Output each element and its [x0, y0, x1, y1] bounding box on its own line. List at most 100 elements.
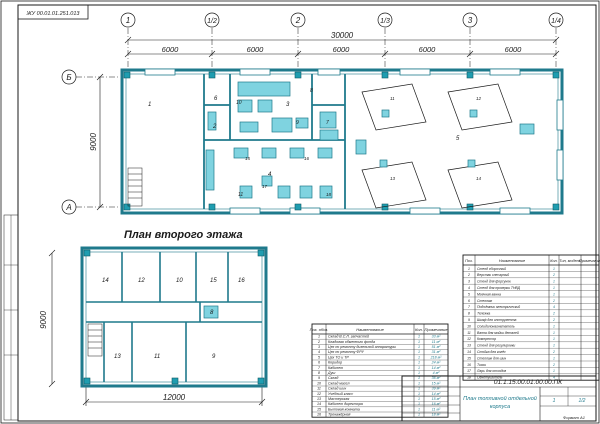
stairs-lower — [87, 323, 103, 357]
table-header-cell: Кол. — [415, 327, 423, 332]
sheet-code: ЖУ 00.01.01.251.013 — [26, 11, 81, 17]
room-label: 1 — [148, 102, 151, 108]
axis-label: 1/2 — [207, 18, 217, 25]
table-cell: 31 м² — [432, 350, 441, 354]
equipment-label: 18 — [326, 192, 332, 197]
dimension-top — [124, 36, 560, 58]
table-cell: 17 — [467, 369, 471, 373]
table-cell: 2 — [552, 299, 555, 303]
title-name-line2: корпуса — [490, 404, 510, 410]
equipment-labels: 11 12 13 14 15 16 17 18 — [245, 96, 482, 197]
table-cell: Коридор — [328, 361, 342, 365]
table-cell: 18 — [467, 376, 471, 380]
equipment-label: 12 — [476, 96, 482, 101]
drawing-frame — [17, 4, 597, 422]
table-cell: 1 — [418, 402, 420, 406]
table-cell: 16 — [317, 413, 321, 417]
axis-label-side: А — [65, 203, 71, 212]
table-cell: Подъёмник электрический — [477, 305, 520, 309]
equipment-label: 15 — [245, 156, 251, 161]
table-cell: 1 — [418, 397, 420, 401]
table-cell: Шкаф для инструмента — [477, 318, 516, 322]
table-cell: Цех по ремонту дизельной аппаратуры — [328, 345, 396, 349]
table-cell: 1 — [418, 413, 420, 417]
room-label: 12 — [138, 278, 145, 284]
room-label: 8 — [310, 88, 313, 94]
equipment-label: 14 — [476, 176, 482, 181]
table-cell: 1 — [553, 280, 555, 284]
table-cell: 13 — [467, 344, 471, 348]
dimension-span: 6000 — [333, 45, 351, 54]
table-cell: 9 — [318, 376, 320, 380]
table-cell: 12 — [467, 337, 471, 341]
room-label: 7 — [326, 120, 329, 126]
table-cell: Склад — [328, 376, 338, 380]
table-cell: 13 — [317, 397, 321, 401]
equipment-room-4 — [205, 147, 333, 199]
table-cell: Мастерская — [328, 397, 349, 401]
dimension-span: 6000 — [419, 45, 437, 54]
table-cell: 1 — [553, 344, 555, 348]
equipment-label: 16 — [304, 156, 310, 161]
table-cell: 16 м² — [432, 402, 441, 406]
dimension-bottom: 12000 — [163, 393, 186, 402]
room-label: 11 — [154, 354, 160, 360]
table-cell: 51 м² — [432, 345, 441, 349]
table-cell: 1 — [418, 371, 420, 375]
axis-label: 3 — [468, 16, 473, 25]
table-cell: 18 м² — [432, 413, 441, 417]
equipment-label: 13 — [390, 176, 396, 181]
table-cell: Склад шин — [328, 387, 346, 391]
table-header-cell: Примечание — [579, 259, 600, 263]
table-cell: 2 — [552, 318, 555, 322]
table-cell: 2 — [317, 340, 320, 344]
table-cell: 1 — [553, 356, 555, 360]
table-cell: 1 — [553, 324, 555, 328]
table-cell: 14 — [317, 402, 321, 406]
table-cell: Душ — [327, 371, 335, 375]
room-label: 15 — [210, 278, 217, 284]
dimension-span: 6000 — [247, 45, 265, 54]
table-cell: 1 — [418, 381, 420, 385]
table-cell: 1 — [553, 267, 555, 271]
room-table: Поз. обоз.12345678910111213141516Наимено… — [310, 323, 449, 418]
dimension-total: 30000 — [331, 31, 354, 40]
table-cell: 1 — [553, 337, 555, 341]
dimension-side: 9000 — [89, 133, 98, 151]
axis-label: 1/4 — [551, 18, 561, 25]
title-sheets: 1/2 — [579, 398, 586, 404]
room-label: 6 — [214, 96, 218, 102]
table-cell: 2 — [467, 273, 470, 277]
room-label: 10 — [236, 100, 242, 106]
table-cell: Ларь для отходов — [476, 369, 506, 373]
axis-bubble-b — [61, 69, 77, 85]
table-cell: 1 — [553, 331, 555, 335]
table-cell: 1 — [418, 345, 420, 349]
table-header-cell: Примечание — [424, 327, 448, 332]
table-header-cell: Наименование — [499, 259, 525, 263]
table-cell: 7 — [468, 305, 470, 309]
table-cell: 33 м² — [432, 335, 441, 339]
room-label: 9 — [212, 354, 216, 360]
table-cell: 5 — [468, 292, 470, 296]
table-cell: 1 — [418, 340, 420, 344]
table-cell: 5 — [318, 355, 320, 359]
table-cell: 1 — [418, 387, 420, 391]
table-cell: 16 — [467, 363, 471, 367]
equipment-table: Поз.123456789101112131415161718Наименова… — [462, 254, 600, 381]
table-cell: 11 — [467, 331, 471, 335]
table-cell: 15 м² — [432, 381, 441, 385]
table-header-cell: Кол. — [550, 259, 557, 263]
table-frame — [462, 254, 600, 381]
axis-label: 2 — [295, 16, 301, 25]
table-cell: 1 — [418, 355, 420, 359]
table-cell: 1 — [553, 292, 555, 296]
axis-lines — [76, 28, 557, 208]
table-cell: 15 м² — [432, 397, 441, 401]
table-cell: 1 — [553, 369, 555, 373]
title-code: 01.1.15.00.01.00.00.ПК — [494, 379, 563, 386]
table-cell: 11 м² — [432, 407, 441, 411]
sheet-code-box — [17, 4, 89, 20]
table-cell: 2 — [552, 363, 555, 367]
